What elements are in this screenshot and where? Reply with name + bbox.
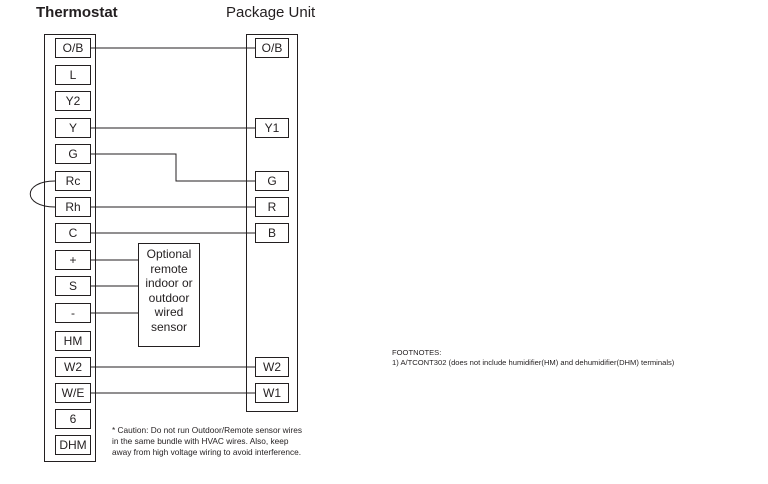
thermostat-terminal-y2: Y2 bbox=[55, 91, 91, 111]
thermostat-terminal-we: W/E bbox=[55, 383, 91, 403]
footnote-item: 1) A/TCONT302 (does not include humidifi… bbox=[392, 358, 675, 367]
thermostat-terminal-g: G bbox=[55, 144, 91, 164]
thermostat-terminal-rc: Rc bbox=[55, 171, 91, 191]
caution-line: away from high voltage wiring to avoid i… bbox=[112, 447, 302, 457]
package-unit-panel bbox=[246, 34, 298, 412]
sensor-label-line: indoor or bbox=[145, 276, 193, 290]
sensor-label-line: wired bbox=[154, 305, 184, 319]
wire-g bbox=[91, 153, 255, 182]
package-terminal-ob: O/B bbox=[255, 38, 289, 58]
thermostat-panel bbox=[44, 34, 96, 462]
sensor-label-line: remote bbox=[150, 261, 188, 276]
caution-line: * Caution: Do not run Outdoor/Remote sen… bbox=[112, 425, 302, 435]
package-terminal-b: B bbox=[255, 223, 289, 243]
package-terminal-g: G bbox=[255, 171, 289, 191]
thermostat-terminal-6: 6 bbox=[55, 409, 91, 429]
thermostat-terminal-w2: W2 bbox=[55, 357, 91, 377]
thermostat-terminal-rh: Rh bbox=[55, 197, 91, 217]
caution-note: * Caution: Do not run Outdoor/Remote sen… bbox=[112, 425, 344, 458]
jumper-rc-rh bbox=[29, 180, 56, 208]
thermostat-terminal-ob: O/B bbox=[55, 38, 91, 58]
sensor-label-line: Optional bbox=[146, 247, 192, 261]
optional-sensor-box: Optional remote indoor or outdoor wired … bbox=[138, 243, 200, 347]
package-terminal-r: R bbox=[255, 197, 289, 217]
thermostat-terminal-c: C bbox=[55, 223, 91, 243]
package-terminal-w2: W2 bbox=[255, 357, 289, 377]
footnotes: FOOTNOTES: 1) A/TCONT302 (does not inclu… bbox=[392, 348, 674, 368]
thermostat-title: Thermostat bbox=[36, 4, 118, 21]
footnotes-heading: FOOTNOTES: bbox=[392, 348, 442, 357]
thermostat-terminal-minus: - bbox=[55, 303, 91, 323]
sensor-label-line: sensor bbox=[150, 319, 188, 334]
package-terminal-y1: Y1 bbox=[255, 118, 289, 138]
sensor-label-line: outdoor bbox=[148, 290, 190, 305]
thermostat-terminal-plus: + bbox=[55, 250, 91, 270]
caution-line: in the same bundle with HVAC wires. Also… bbox=[112, 436, 289, 446]
thermostat-terminal-hm: HM bbox=[55, 331, 91, 351]
package-terminal-w1: W1 bbox=[255, 383, 289, 403]
thermostat-terminal-dhm: DHM bbox=[55, 435, 91, 455]
thermostat-terminal-y: Y bbox=[55, 118, 91, 138]
thermostat-terminal-s: S bbox=[55, 276, 91, 296]
thermostat-terminal-l: L bbox=[55, 65, 91, 85]
package-unit-title: Package Unit bbox=[226, 4, 316, 21]
